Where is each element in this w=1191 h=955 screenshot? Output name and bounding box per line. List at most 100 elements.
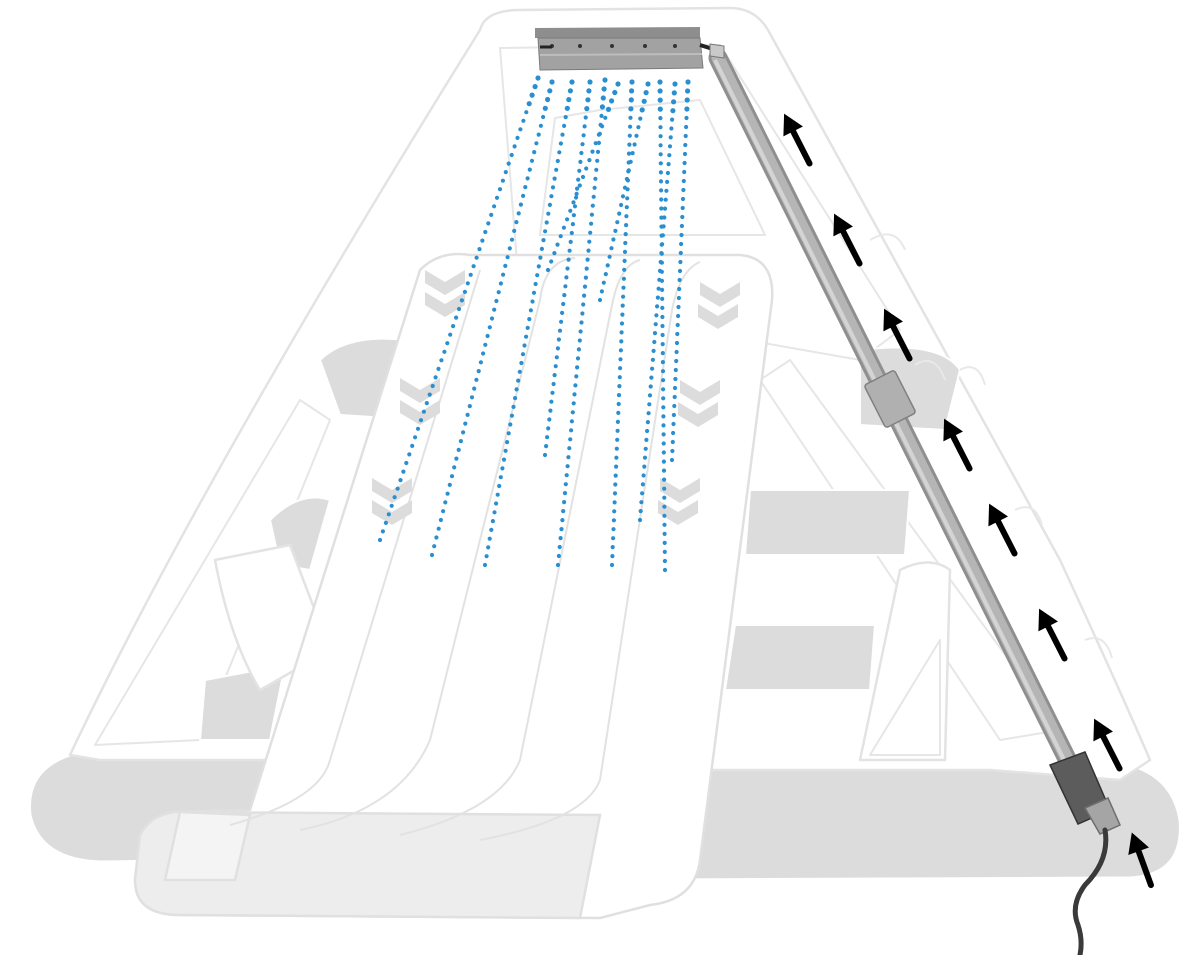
water-droplet [585,97,590,102]
water-droplet [589,222,593,226]
water-droplet [612,509,616,513]
water-droplet [639,509,643,513]
water-droplet [535,273,539,277]
water-droplet [483,230,487,234]
water-droplet [659,143,663,147]
water-droplet [587,240,591,244]
water-droplet [628,106,633,111]
water-droplet [497,484,501,488]
water-droplet [663,532,667,536]
water-droplet [559,527,563,531]
water-droplet [654,313,658,317]
water-droplet [499,281,503,285]
water-droplet [614,465,618,469]
water-droplet [675,341,679,345]
water-droplet [492,204,496,208]
water-droplet [638,518,642,522]
water-droplet [669,126,673,130]
water-droplet [579,329,583,333]
water-droplet [661,360,665,364]
water-droplet [494,501,498,505]
water-droplet [489,528,493,532]
water-droplet [559,234,563,238]
water-droplet [498,187,502,191]
water-droplet [521,352,525,356]
water-droplet [659,179,663,183]
water-droplet [577,169,581,173]
water-droplet [639,500,643,504]
water-droplet [678,278,682,282]
water-droplet [594,141,598,145]
water-droplet [613,482,617,486]
water-droplet [584,115,588,119]
water-droplet [519,203,523,207]
water-droplet [483,343,487,347]
water-droplet [504,449,508,453]
water-droplet [627,168,631,172]
water-droplet [410,444,414,448]
water-droplet [675,332,679,336]
water-droplet [671,99,676,104]
water-droplet [532,291,536,295]
water-droplet [563,491,567,495]
water-droplet [685,79,690,84]
water-droplet [659,251,663,255]
water-droplet [603,116,607,120]
water-droplet [683,143,687,147]
water-droplet [675,350,679,354]
water-droplet [574,195,578,199]
water-droplet [602,86,607,91]
water-droplet [586,258,590,262]
water-droplet [652,349,656,353]
water-droplet [558,545,562,549]
water-droplet [663,541,667,545]
water-droplet [583,124,587,128]
water-droplet [571,200,575,204]
water-droplet [530,93,535,98]
water-droplet [480,239,484,243]
water-droplet [569,428,573,432]
water-droplet [648,393,652,397]
water-droplet [663,207,667,211]
water-droplet [564,275,568,279]
water-droplet [390,504,394,508]
water-droplet [640,107,645,112]
water-droplet [619,203,623,207]
water-droplet [537,133,541,137]
water-droplet [622,268,626,272]
water-droplet [543,453,547,457]
water-droplet [668,144,672,148]
water-droplet [448,333,452,337]
water-droplet [591,204,595,208]
water-droplet [442,350,446,354]
water-droplet [634,134,638,138]
water-droplet [490,316,494,320]
water-droplet [439,518,443,522]
water-droplet [463,422,467,426]
water-droplet [661,405,665,409]
water-droplet [682,170,686,174]
water-droplet [664,189,668,193]
water-droplet [546,426,550,430]
water-droplet [396,487,400,491]
water-droplet [499,475,503,479]
water-droplet [596,150,600,154]
water-droplet [516,379,520,383]
water-droplet [659,206,663,210]
water-droplet [661,233,665,237]
water-droplet [432,544,436,548]
water-droplet [569,79,574,84]
water-droplet [446,492,450,496]
water-droplet [623,241,627,245]
water-droplet [468,404,472,408]
water-droplet [565,473,569,477]
water-droplet [615,438,619,442]
water-droplet [524,335,528,339]
water-droplet [538,256,542,260]
water-droplet [661,333,665,337]
water-droplet [651,358,655,362]
water-droplet [663,559,667,563]
water-droplet [519,361,523,365]
water-droplet [567,446,571,450]
water-droplet [661,396,665,400]
